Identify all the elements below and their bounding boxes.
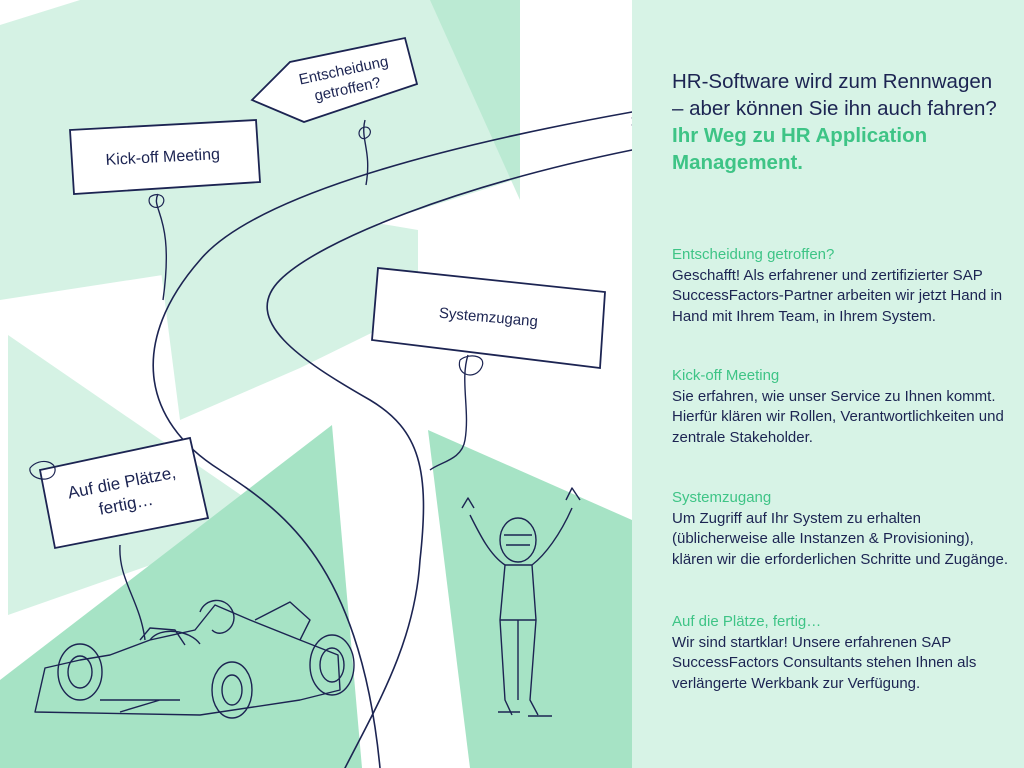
section-decision-body: Geschafft! Als erfahrener und zertifizie… xyxy=(672,266,1003,325)
sign-kickoff-text: Kick-off Meeting xyxy=(105,146,220,169)
road-line-right xyxy=(266,149,633,768)
section-kickoff: Kick-off Meeting Sie erfahren, wie unser… xyxy=(672,366,1012,448)
section-decision: Entscheidung getroffen? Geschafft! Als e… xyxy=(672,245,1012,327)
text-panel xyxy=(632,0,1024,768)
section-system-body: Um Zugriff auf Ihr System zu erhalten (ü… xyxy=(672,509,1009,568)
heading: HR-Software wird zum Rennwagen – aber kö… xyxy=(672,68,1002,176)
sign-decision: Entscheidung getroffen? xyxy=(250,36,419,186)
race-car-drawing xyxy=(34,599,355,719)
sign-system: Systemzugang xyxy=(371,267,606,471)
sign-kickoff: Kick-off Meeting xyxy=(69,119,261,301)
heading-line1: HR-Software wird zum Rennwagen – aber kö… xyxy=(672,70,997,120)
road-line-left xyxy=(152,111,633,768)
section-decision-title: Entscheidung getroffen? xyxy=(672,246,835,263)
driver-drawing xyxy=(461,487,581,717)
section-ready-title: Auf die Plätze, fertig… xyxy=(672,613,822,630)
section-ready: Auf die Plätze, fertig… Wir sind startkl… xyxy=(672,612,1012,694)
sign-ready: Auf die Plätze, fertig… xyxy=(29,436,210,641)
bg-shape-driver xyxy=(428,430,632,768)
bg-shape-car xyxy=(0,425,362,768)
section-kickoff-title: Kick-off Meeting xyxy=(672,367,780,384)
bg-shape-right-top xyxy=(430,0,520,200)
section-ready-body: Wir sind startklar! Unsere erfahrenen SA… xyxy=(672,633,977,692)
heading-line2: Ihr Weg zu HR Application Management. xyxy=(672,124,928,174)
section-kickoff-body: Sie erfahren, wie unser Service zu Ihnen… xyxy=(672,387,1004,446)
section-system-title: Systemzugang xyxy=(672,489,772,506)
section-system: Systemzugang Um Zugriff auf Ihr System z… xyxy=(672,488,1012,570)
